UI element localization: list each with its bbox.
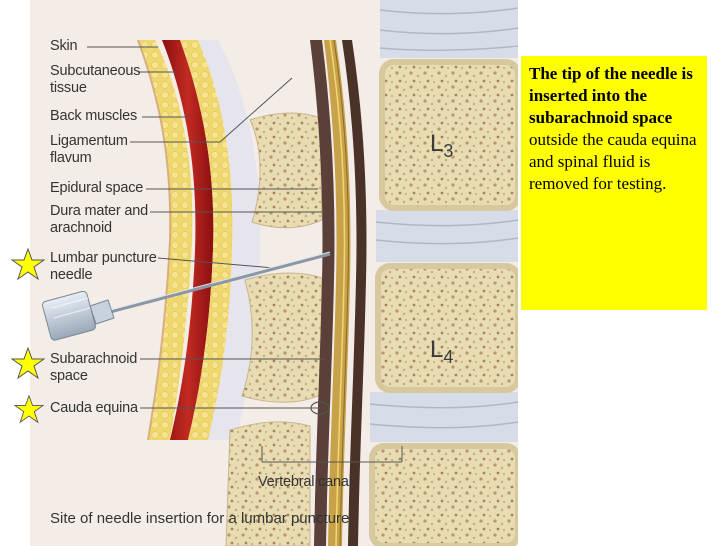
callout-box: The tip of the needle is inserted into t… (521, 56, 707, 310)
star-icon (11, 247, 45, 281)
callout-text: outside the cauda equina and spinal flui… (529, 130, 697, 193)
label-ligamentum-flavum: Ligamentum flavum (50, 133, 128, 166)
spinous-process-l4 (241, 272, 323, 403)
label-skin: Skin (50, 38, 78, 54)
label-subarachnoid-space: Subarachnoid space (50, 351, 138, 384)
figure-caption: Site of needle insertion for a lumbar pu… (50, 510, 354, 527)
star-icon (14, 394, 44, 424)
lumbar-puncture-needle (41, 251, 331, 341)
back-muscle-band (162, 40, 214, 440)
anatomy-figure: Skin Subcutaneous tissue Back muscles Li… (30, 0, 518, 546)
vertebral-body-l3 (379, 59, 518, 211)
label-dura-mater: Dura mater and arachnoid (50, 203, 148, 236)
label-epidural-space: Epidural space (50, 180, 144, 196)
label-back-muscles: Back muscles (50, 108, 138, 124)
spine-illustration (30, 0, 518, 546)
anterior-dura (342, 40, 367, 546)
callout-bold-text: The tip of the needle is inserted into t… (529, 64, 693, 127)
skin-line (137, 39, 172, 441)
star-icon (11, 346, 45, 380)
dura-mater (310, 40, 335, 546)
label-needle: Lumbar puncture needle (50, 250, 157, 283)
vertebral-body-l4 (375, 263, 518, 393)
label-subcutaneous-tissue: Subcutaneous tissue (50, 63, 141, 96)
vertebra-label-l4: L4 (430, 336, 454, 367)
disc-lower (370, 392, 518, 442)
subcutaneous-band (138, 40, 193, 440)
disc-middle (376, 210, 518, 262)
vertebral-body-l5 (369, 443, 518, 546)
ligament-band (198, 40, 261, 440)
spinous-process-lower (225, 421, 311, 546)
cauda-marker (310, 401, 330, 415)
spinous-process-l3 (249, 112, 323, 229)
vertebra-label-l3: L3 (430, 130, 454, 161)
deep-fat-band (180, 40, 233, 440)
label-vertebral-canal: Vertebral canal (258, 474, 352, 490)
label-cauda-equina: Cauda equina (50, 400, 138, 416)
leader-lines (87, 46, 403, 463)
